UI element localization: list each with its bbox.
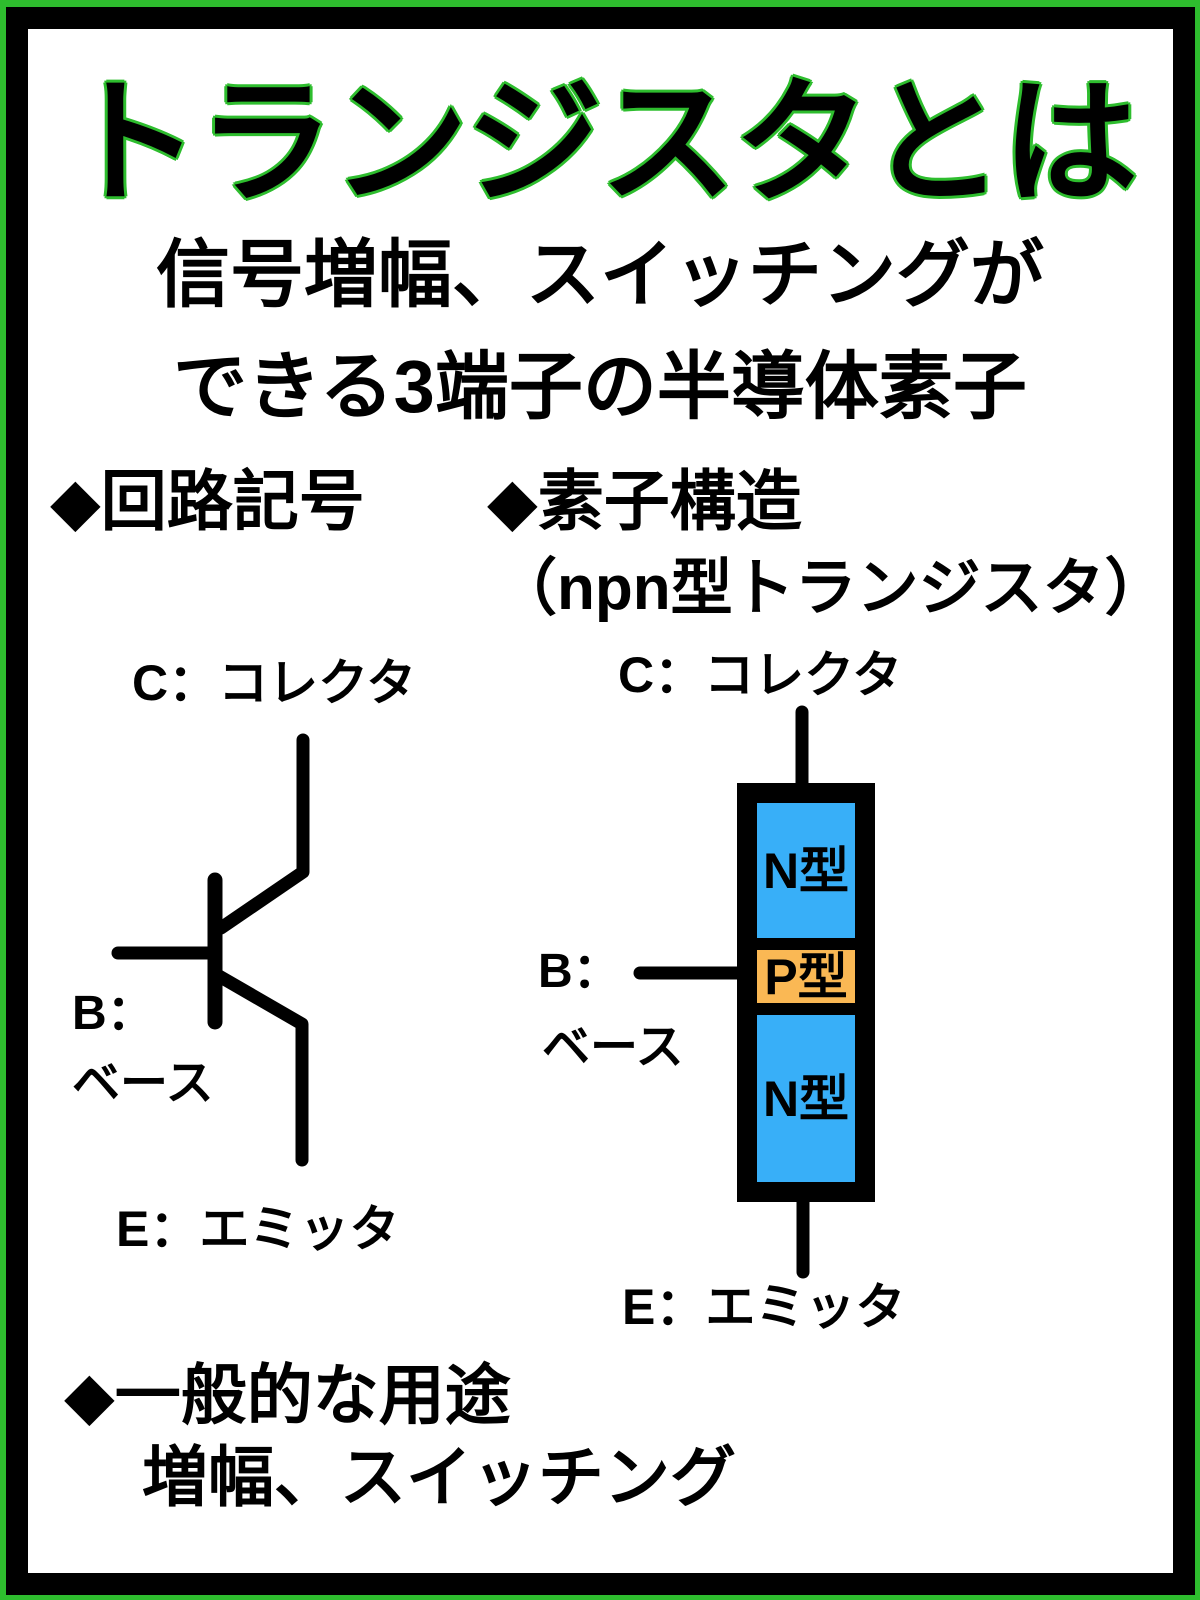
subtitle-line-2: できる3端子の半導体素子 [173, 345, 1027, 428]
n-region-top-label: N型 [762, 842, 850, 899]
usage-body: 増幅、スイッチング [142, 1440, 736, 1514]
n-region-top: N型 [757, 803, 855, 938]
subtitle-line-1: 信号増幅、スイッチングが [156, 233, 1044, 316]
p-region-label: P型 [764, 948, 848, 1005]
p-region: P型 [757, 950, 855, 1003]
collector-label-left: C：コレクタ [132, 655, 417, 711]
heading-structure: ◆素子構造 [487, 464, 802, 538]
base-prefix-right: B： [538, 945, 621, 998]
collector-label-right: C：コレクタ [618, 647, 903, 703]
n-region-bottom: N型 [757, 1015, 855, 1182]
usage-heading: ◆一般的な用途 [64, 1358, 511, 1432]
n-region-bottom-label: N型 [762, 1070, 850, 1127]
base-prefix-left: B： [72, 987, 155, 1040]
emitter-label-left: E：エミッタ [116, 1201, 400, 1257]
base-name-right: ベース [542, 1021, 684, 1074]
page-title: トランジスタとは [64, 67, 1138, 219]
structure-subheading: （npn型トランジスタ） [495, 554, 1167, 623]
npn-structure-box: N型 P型 N型 [737, 783, 875, 1202]
base-name-left: ベース [72, 1057, 214, 1110]
emitter-label-right: E：エミッタ [622, 1279, 906, 1335]
black-border-panel [6, 7, 1195, 1595]
heading-circuit-symbol: ◆回路記号 [50, 464, 365, 538]
